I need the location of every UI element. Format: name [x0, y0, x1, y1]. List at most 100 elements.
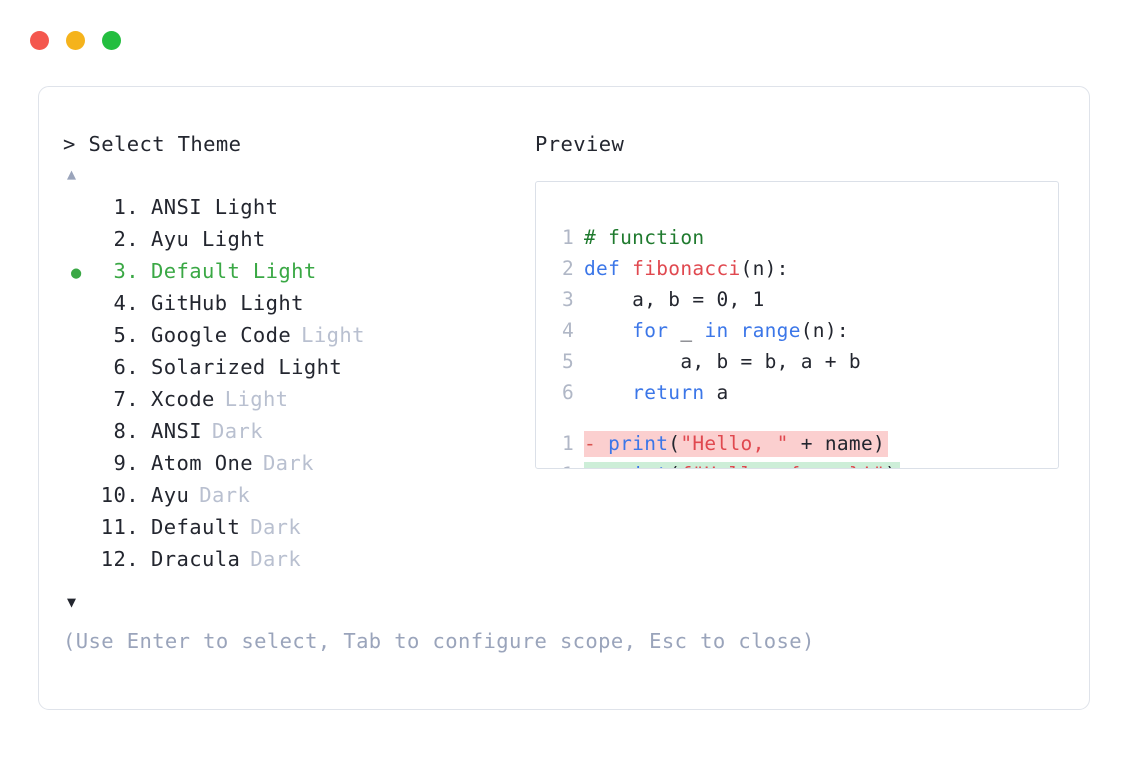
- maximize-icon[interactable]: [102, 31, 121, 50]
- theme-item-name: Default Light: [151, 259, 317, 283]
- code-token: def: [584, 257, 633, 280]
- code-token: (: [668, 463, 680, 468]
- line-number: 3: [561, 288, 574, 311]
- diff-sign: +: [584, 463, 608, 468]
- line-number: 1: [561, 432, 574, 455]
- diff-body: + print(f"Hello, {name}!"): [584, 462, 901, 468]
- code-token: ): [885, 463, 897, 468]
- theme-item-index: 1.: [113, 195, 139, 219]
- line-number: 1: [561, 226, 574, 249]
- theme-item-name: ANSI: [151, 419, 202, 443]
- diff-body: - print("Hello, " + name): [584, 431, 889, 457]
- theme-list-item[interactable]: ● 3. Default Light: [63, 255, 533, 287]
- code-line: 6 return a: [552, 377, 1058, 408]
- page-title: > Select Theme: [63, 132, 242, 156]
- theme-item-index: 11.: [100, 515, 139, 539]
- theme-picker-card: > Select Theme ▲ 1. ANSI Light 2. Ayu Light…: [38, 86, 1090, 710]
- theme-item-index: 12.: [100, 547, 139, 571]
- code-token: fibonacci: [632, 257, 741, 280]
- code-line-text: a, b = b, a + b: [574, 346, 861, 377]
- window-controls: [30, 31, 121, 50]
- theme-item-name: Ayu Light: [151, 227, 266, 251]
- code-line: 3 a, b = 0, 1: [552, 284, 1058, 315]
- theme-item-index: 3.: [113, 259, 139, 283]
- code-token: range: [740, 319, 801, 342]
- code-token: [584, 319, 632, 342]
- theme-item-name: Ayu: [151, 483, 190, 507]
- diff-block: 1- print("Hello, " + name)1+ print(f"Hel…: [552, 428, 1058, 468]
- line-number: 1: [552, 459, 574, 468]
- theme-item-index: 5.: [113, 323, 139, 347]
- theme-item-variant-tag: Dark: [262, 451, 314, 475]
- theme-item-index: 6.: [113, 355, 139, 379]
- close-icon[interactable]: [30, 31, 49, 50]
- code-token: f"Hello, {name}!": [680, 463, 885, 468]
- code-token: _: [680, 319, 705, 342]
- scroll-down-icon[interactable]: ▼: [67, 593, 77, 611]
- diff-sign: -: [584, 432, 609, 455]
- code-token: for: [632, 319, 681, 342]
- code-token: [584, 381, 632, 404]
- theme-item-index: 10.: [100, 483, 139, 507]
- code-spacer: [552, 408, 1058, 428]
- selection-bullet-icon: ●: [71, 263, 82, 283]
- line-number: 4: [561, 319, 574, 342]
- scroll-up-icon[interactable]: ▲: [67, 165, 77, 183]
- theme-item-name: Dracula: [151, 547, 241, 571]
- theme-item-variant-tag: Dark: [250, 515, 302, 539]
- theme-selection-panel: > Select Theme ▲ 1. ANSI Light 2. Ayu Light…: [63, 131, 533, 613]
- code-line-text: a, b = 0, 1: [574, 284, 765, 315]
- code-token: print: [608, 432, 669, 455]
- keyboard-hint: (Use Enter to select, Tab to configure s…: [63, 629, 815, 653]
- minimize-icon[interactable]: [66, 31, 85, 50]
- diff-line-text: + print(f"Hello, {name}!"): [574, 459, 901, 468]
- theme-item-variant-tag: Dark: [211, 419, 263, 443]
- code-line: 4 for _ in range(n):: [552, 315, 1058, 346]
- code-token: "Hello, ": [680, 432, 789, 455]
- line-number: 2: [561, 257, 574, 280]
- code-line: 5 a, b = b, a + b: [552, 346, 1058, 377]
- code-line: 1# function: [552, 222, 1058, 253]
- theme-item-variant-tag: Light: [224, 387, 289, 411]
- code-token: (n):: [800, 319, 849, 342]
- theme-list-item[interactable]: 10. Ayu Dark: [63, 479, 533, 511]
- line-number: 6: [561, 381, 574, 404]
- theme-item-variant-tag: Light: [301, 323, 365, 347]
- code-token: (n):: [740, 257, 789, 280]
- theme-item-name: Solarized Light: [151, 355, 343, 379]
- diff-line-del: 1- print("Hello, " + name): [552, 428, 1058, 459]
- code-token: a, b = 0, 1: [584, 288, 765, 311]
- code-line: 2 def fibonacci(n):: [552, 253, 1058, 284]
- code-token: in: [704, 319, 741, 342]
- theme-item-name: Default: [151, 515, 241, 539]
- code-token: a: [716, 381, 729, 404]
- code-token: (: [668, 432, 681, 455]
- theme-item-index: 4.: [113, 291, 139, 315]
- preview-label: Preview: [535, 132, 625, 156]
- theme-list-item[interactable]: 2. Ayu Light: [63, 223, 533, 255]
- theme-item-index: 9.: [113, 451, 139, 475]
- theme-item-name: Google Code: [151, 323, 292, 347]
- diff-line-text: - print("Hello, " + name): [574, 428, 889, 459]
- theme-list-item[interactable]: 11. Default Dark: [63, 511, 533, 543]
- theme-list-item[interactable]: 4.GitHub Light: [63, 287, 533, 319]
- theme-item-variant-tag: Dark: [199, 483, 251, 507]
- code-line-text: for _ in range(n):: [574, 315, 849, 346]
- code-token: return: [632, 381, 717, 404]
- code-line-text: return a: [574, 377, 729, 408]
- theme-list-item[interactable]: 6. Solarized Light: [63, 351, 533, 383]
- theme-item-index: 7.: [113, 387, 139, 411]
- line-number: 5: [561, 350, 574, 373]
- theme-list: 1. ANSI Light 2. Ayu Light ● 3. Default Light 4…: [63, 191, 533, 575]
- theme-list-item[interactable]: 1. ANSI Light: [63, 191, 533, 223]
- theme-item-name: ANSI Light: [151, 195, 279, 219]
- code-token: + name): [788, 432, 886, 455]
- theme-list-item[interactable]: 5. Google Code Light: [63, 319, 533, 351]
- theme-item-index: 2.: [113, 227, 139, 251]
